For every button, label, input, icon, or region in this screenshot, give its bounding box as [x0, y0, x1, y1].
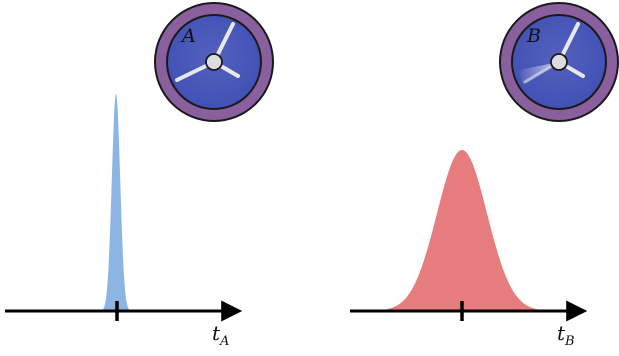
axis-label-a: tA — [212, 321, 229, 349]
distribution-a-curve — [102, 94, 130, 311]
dial-letter-b: B — [526, 25, 541, 47]
distribution-b-curve — [377, 150, 547, 311]
stopwatch-a-icon: A — [154, 2, 274, 122]
stopwatch-b-icon: B — [499, 2, 619, 122]
panel-b: tB B — [350, 2, 619, 349]
dial-letter-a: A — [180, 25, 196, 47]
axis-label-b: tB — [557, 321, 575, 349]
panel-a: tA A — [5, 2, 274, 349]
